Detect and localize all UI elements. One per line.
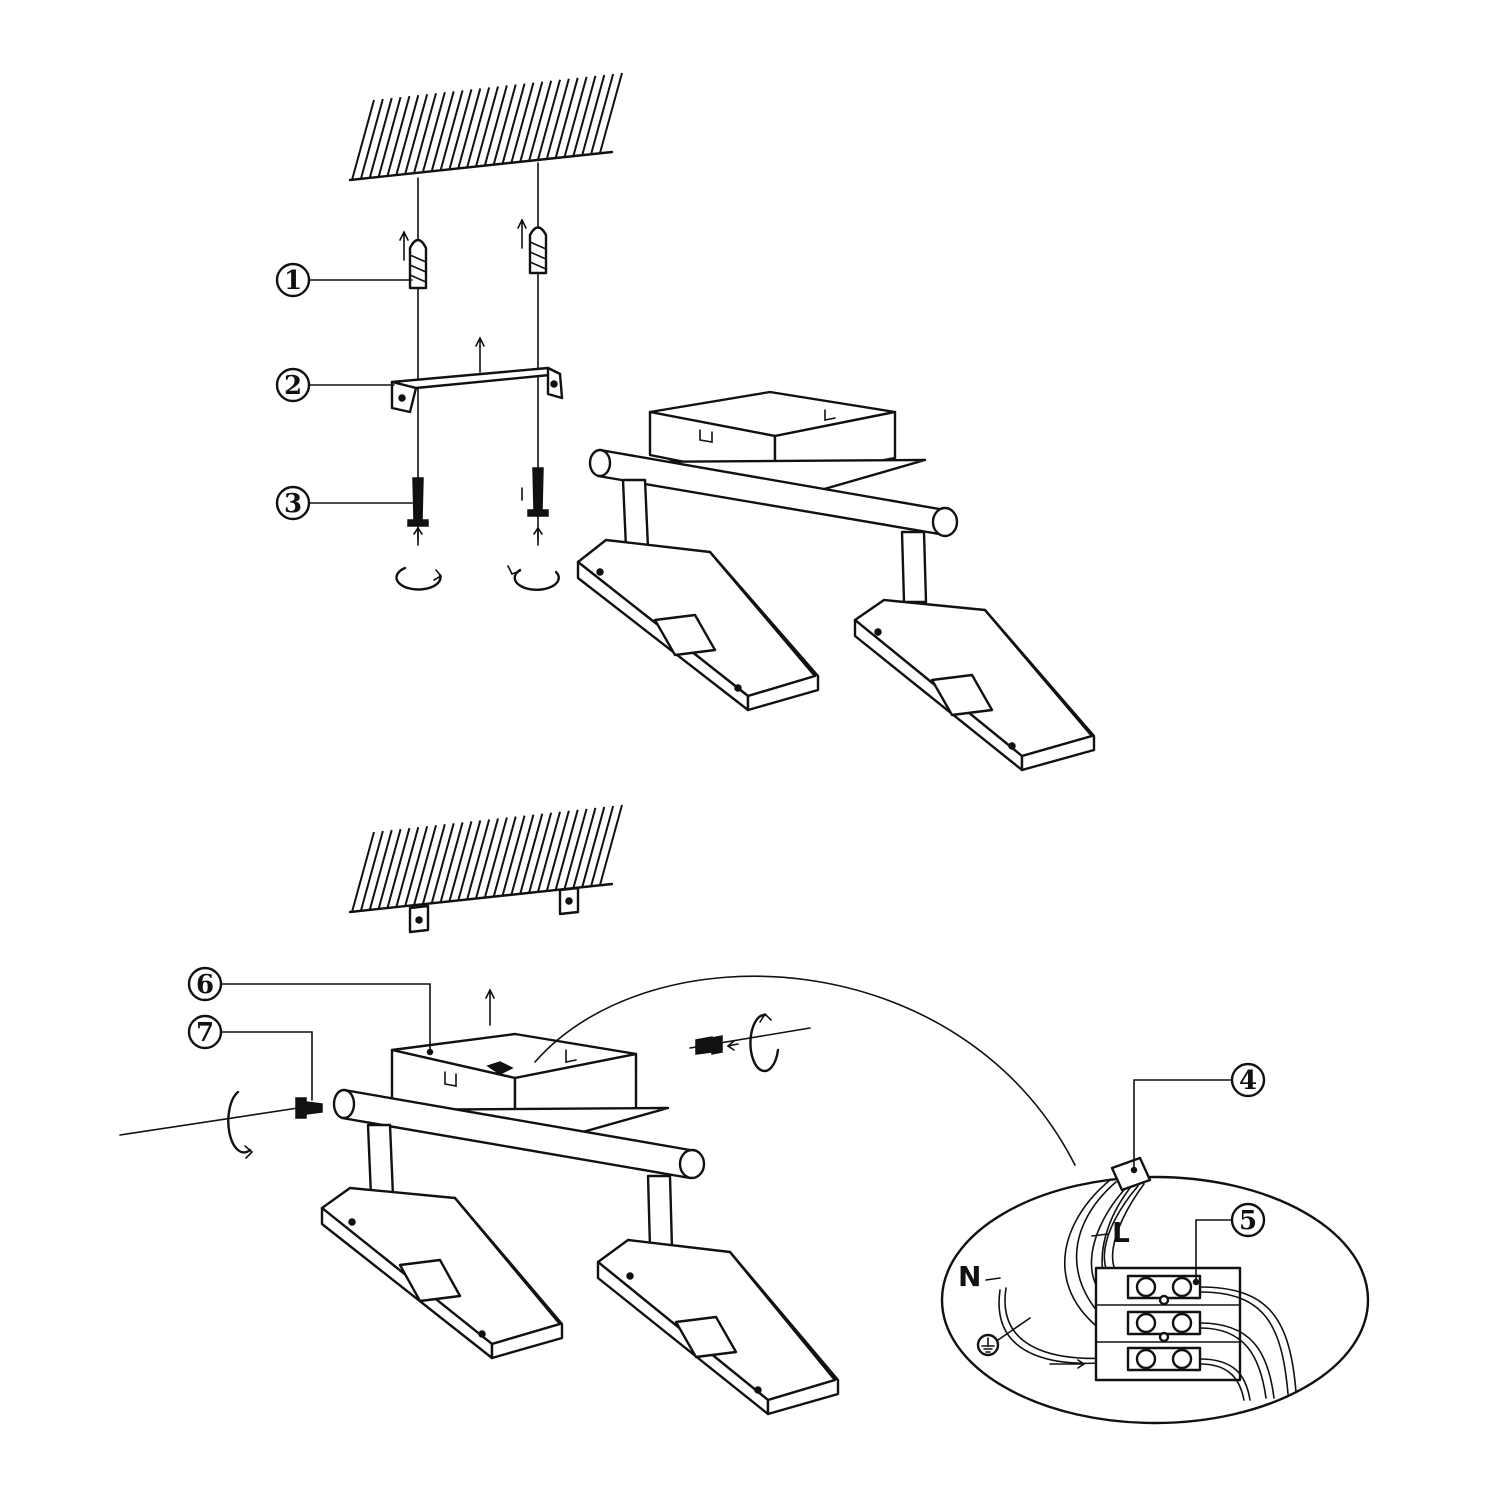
- callout-5: 5: [1192, 1202, 1266, 1286]
- ceiling-hatch-line: [466, 819, 491, 900]
- ceiling-hatch-line: [413, 824, 437, 906]
- ceiling-hatch-line: [475, 86, 499, 167]
- ceiling-hatch-line: [519, 81, 544, 162]
- fixing-screw-left: [119, 1090, 323, 1159]
- ceiling-hatch-line: [554, 809, 579, 891]
- ceiling-hatch-line: [413, 92, 437, 174]
- ceiling-hatch-line: [528, 812, 553, 893]
- luminaire-bottom: [320, 1032, 840, 1416]
- wall-plug-right: [517, 218, 548, 275]
- ceiling-hatch-line: [501, 815, 526, 896]
- up-arrow: [485, 988, 495, 1026]
- ceiling-hatch-line: [563, 76, 588, 158]
- ceiling-hatch-line: [545, 810, 570, 892]
- ceiling-hatch-line: [572, 75, 597, 157]
- ceiling-hatch-line: [359, 98, 384, 180]
- ceiling-hatch-line: [581, 806, 606, 888]
- ceiling-hatch-line: [395, 826, 420, 908]
- ceiling-hatch-line: [404, 825, 429, 907]
- ceiling-hatch-line: [475, 818, 499, 899]
- ceiling-hatch-line: [439, 90, 464, 171]
- ceiling-hatch-line: [395, 94, 420, 176]
- svg-text:7: 7: [196, 1018, 214, 1048]
- svg-text:6: 6: [196, 970, 214, 1000]
- ceiling-hatch-line: [377, 828, 402, 910]
- ceiling-hatch-line: [457, 88, 482, 169]
- ceiling-hatch-line: [519, 813, 544, 894]
- ceiling-hatch-line: [537, 811, 561, 893]
- svg-text:4: 4: [1239, 1066, 1257, 1096]
- ceiling-hatch-line: [368, 829, 393, 911]
- ceiling-hatch-line: [554, 77, 579, 159]
- ceiling-hatch-line: [528, 80, 553, 161]
- callout-3: 3: [275, 485, 413, 521]
- svg-text:2: 2: [284, 371, 302, 401]
- ceiling-bottom: [348, 804, 623, 934]
- ceiling-hatch-line: [572, 807, 597, 889]
- ceiling-hatch-line: [430, 823, 455, 904]
- ceiling-hatch-line: [421, 824, 446, 905]
- ceiling-hatch-line: [351, 831, 375, 913]
- ceiling-hatch-line: [448, 821, 473, 902]
- callout-2: 2: [275, 367, 395, 403]
- ceiling-hatch-line: [466, 87, 491, 168]
- ceiling-hatch-line: [545, 78, 570, 160]
- svg-text:3: 3: [284, 489, 302, 519]
- step-2-figure: 6 7: [119, 804, 1370, 1425]
- ceiling-hatch-line: [510, 82, 535, 163]
- ceiling-hatch-line: [599, 72, 623, 154]
- callout-7: 7: [187, 1014, 313, 1101]
- ceiling-hatch-line: [368, 97, 393, 179]
- ceiling-hatch-line: [448, 89, 473, 170]
- live-wire-label: L: [1112, 1216, 1130, 1249]
- ceiling-hatch-line: [537, 79, 561, 161]
- luminaire-top: [576, 390, 1096, 772]
- fixing-screw-right: [689, 1012, 811, 1073]
- terminal-row-3: [1126, 1346, 1202, 1372]
- mounting-bracket: [390, 336, 564, 414]
- screw-left: [395, 477, 443, 591]
- ceiling-hatch-line: [404, 93, 429, 175]
- ceiling-hatch-line: [386, 827, 411, 909]
- detail-zoom-line: [534, 975, 1076, 1166]
- svg-text:5: 5: [1239, 1206, 1257, 1236]
- ceiling-hatch-line: [510, 814, 535, 895]
- callout-6: 6: [187, 966, 434, 1056]
- ceiling-hatch-line: [590, 73, 615, 155]
- ceiling-hatch-line: [483, 817, 508, 898]
- ceiling-hatch-line: [439, 822, 464, 903]
- ceiling-hatch-line: [421, 92, 446, 173]
- ceiling-hatch-line: [377, 96, 402, 178]
- callout-4: 4: [1130, 1062, 1266, 1174]
- ceiling-hatch-line: [359, 830, 384, 912]
- ceiling-hatch-line: [492, 816, 517, 897]
- svg-text:1: 1: [284, 266, 302, 296]
- screw-right: [507, 467, 560, 591]
- ceiling-hatch-line: [492, 84, 517, 165]
- wiring-detail: L N: [940, 1156, 1370, 1425]
- ceiling-hatch-line: [483, 85, 508, 166]
- ceiling-hatch-line: [386, 95, 411, 177]
- ceiling-hatch-line: [599, 804, 623, 886]
- callout-1: 1: [275, 262, 413, 298]
- ceiling-hatch-line: [457, 820, 482, 901]
- neutral-wire-label: N: [958, 1260, 981, 1293]
- ceiling-top: [348, 72, 623, 182]
- ceiling-hatch-line: [563, 808, 588, 890]
- ceiling-hatch-line: [581, 74, 606, 156]
- ceiling-hatch-line: [430, 91, 455, 172]
- wall-plug-left: [399, 230, 428, 290]
- earth-ground-icon: [976, 1317, 1031, 1357]
- step-1-figure: 1 2 3: [275, 72, 1096, 772]
- ceiling-hatch-line: [590, 805, 615, 887]
- ceiling-hatch-line: [501, 83, 526, 164]
- terminal-row-1: [1126, 1274, 1202, 1306]
- ceiling-hatch-line: [351, 99, 375, 181]
